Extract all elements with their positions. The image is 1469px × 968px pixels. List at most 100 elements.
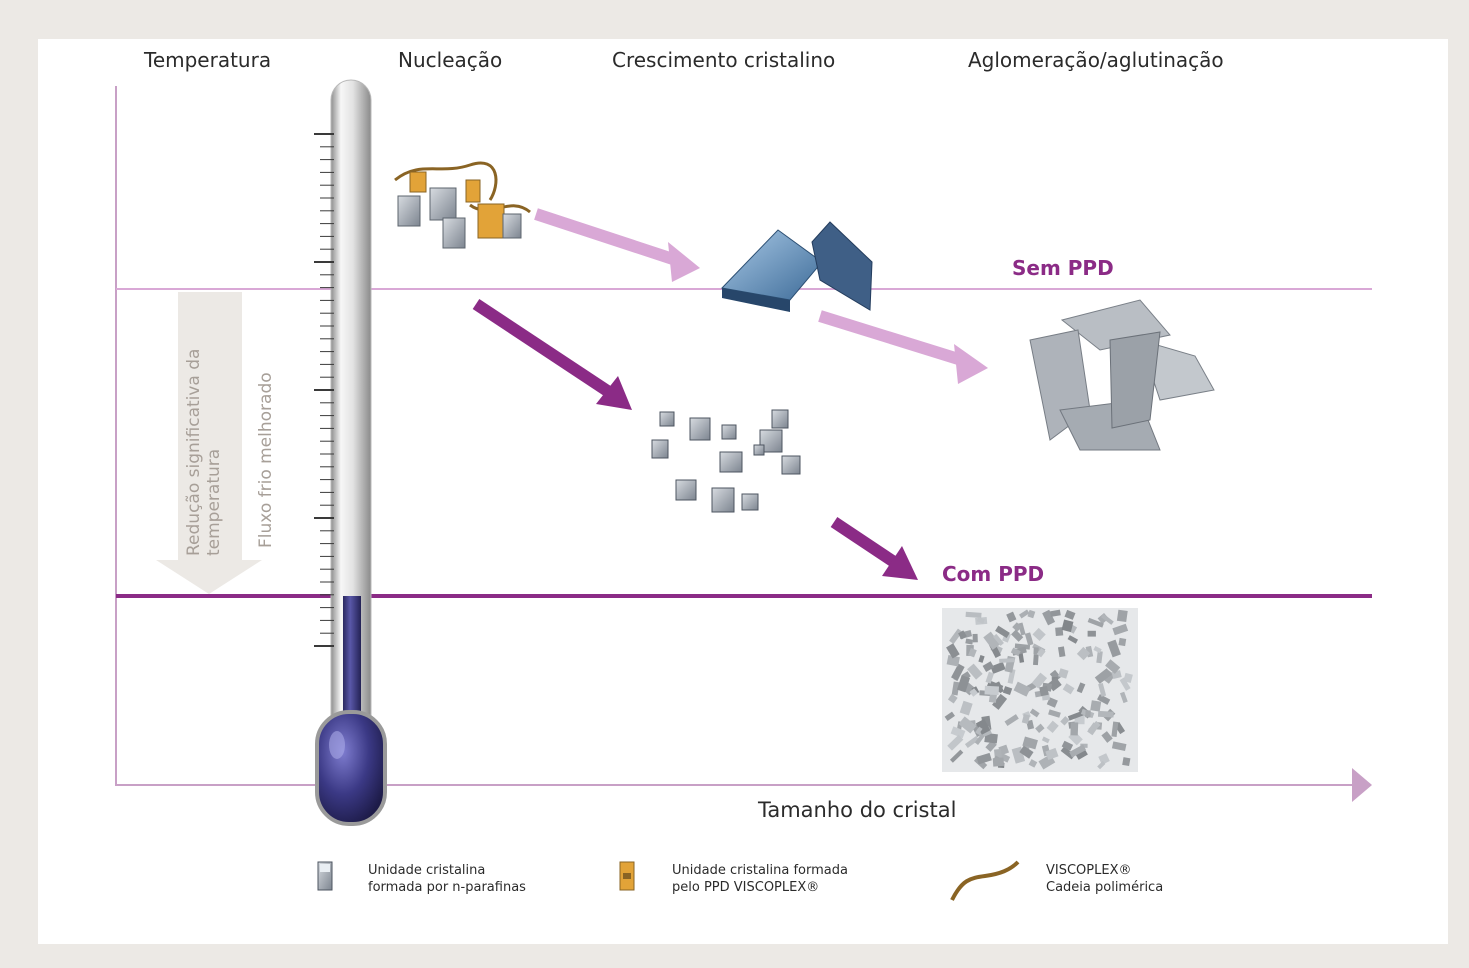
fine-crystal bbox=[1112, 623, 1129, 636]
fine-crystal bbox=[1105, 659, 1121, 674]
fine-crystal bbox=[976, 752, 992, 765]
fine-crystal bbox=[959, 700, 973, 716]
fine-crystal bbox=[1019, 609, 1030, 619]
fine-crystal bbox=[1093, 646, 1102, 654]
fine-crystal bbox=[1046, 697, 1058, 708]
fine-crystal bbox=[1031, 672, 1048, 689]
fine-crystals-field bbox=[942, 608, 1138, 772]
fine-crystal bbox=[968, 647, 977, 658]
fine-crystal bbox=[1045, 747, 1059, 760]
fine-crystal bbox=[946, 654, 960, 667]
paraffin-crystal-unit-icon bbox=[317, 861, 333, 891]
light-arrow-2 bbox=[818, 310, 988, 384]
fine-crystal bbox=[1028, 759, 1038, 768]
fine-crystal bbox=[951, 681, 960, 696]
fine-crystal bbox=[1010, 647, 1021, 657]
fine-crystal bbox=[1024, 632, 1034, 646]
legend-ppd-line1: Unidade cristalina formada bbox=[672, 863, 848, 878]
fine-crystal bbox=[1096, 651, 1103, 664]
light-arrow-1 bbox=[534, 208, 700, 282]
fine-crystal bbox=[1012, 622, 1022, 632]
fine-crystal bbox=[1049, 609, 1061, 617]
fine-crystal bbox=[1042, 609, 1056, 626]
fine-crystal bbox=[1097, 710, 1114, 718]
fine-crystal bbox=[1041, 736, 1050, 744]
fine-crystal bbox=[944, 711, 955, 722]
fine-crystal bbox=[978, 654, 985, 663]
fine-crystal bbox=[947, 693, 958, 704]
diagram-panel bbox=[38, 39, 1448, 944]
fine-crystal bbox=[992, 633, 1004, 646]
fine-crystal bbox=[1076, 682, 1086, 694]
fine-crystal bbox=[1097, 694, 1111, 705]
fine-crystal bbox=[985, 671, 995, 684]
fine-crystal bbox=[1004, 714, 1019, 726]
fine-crystal bbox=[1061, 619, 1074, 633]
fine-crystal bbox=[956, 675, 971, 693]
fine-crystal bbox=[946, 643, 960, 659]
fine-crystal bbox=[1062, 683, 1075, 695]
fine-crystal bbox=[1014, 643, 1031, 650]
fine-crystal bbox=[1067, 635, 1079, 644]
fine-crystal bbox=[1087, 630, 1096, 637]
legend-polymer-line1: VISCOPLEX® bbox=[1046, 863, 1132, 878]
fine-crystal bbox=[964, 735, 980, 748]
fine-crystal bbox=[1033, 654, 1039, 666]
legend-polymer-line2: Cadeia polimérica bbox=[1046, 880, 1164, 895]
fine-crystal bbox=[1111, 741, 1127, 752]
temperature-reduction-note: Redução significativa da temperatura bbox=[184, 349, 224, 556]
fine-crystal bbox=[1055, 627, 1064, 637]
fine-crystal bbox=[1097, 761, 1106, 770]
fine-crystal bbox=[1058, 668, 1069, 679]
temperature-reduction-arrow bbox=[156, 292, 262, 594]
fine-crystal bbox=[1119, 691, 1128, 704]
cold-flow-note: Fluxo frio melhorado bbox=[256, 372, 276, 548]
fine-crystal bbox=[972, 633, 978, 643]
fine-crystal bbox=[1048, 709, 1061, 718]
fine-crystal bbox=[967, 663, 983, 680]
fine-crystal bbox=[1039, 685, 1049, 697]
fine-crystal bbox=[1049, 669, 1061, 682]
fine-crystal bbox=[1122, 757, 1131, 767]
fine-crystal bbox=[984, 732, 998, 744]
polymer-chain-icon bbox=[950, 860, 1020, 901]
fine-crystal bbox=[951, 663, 965, 681]
heading-agglomeration: Aglomeração/aglutinação bbox=[968, 48, 1224, 72]
legend-ppd-line2: pelo PPD VISCOPLEX® bbox=[672, 880, 820, 895]
thermometer-scale bbox=[314, 133, 334, 647]
fine-crystal bbox=[1007, 668, 1016, 684]
with-ppd-label: Com PPD bbox=[942, 562, 1045, 586]
fine-crystal bbox=[1101, 731, 1113, 743]
fine-crystal bbox=[990, 661, 1006, 674]
fine-crystal bbox=[1011, 629, 1024, 642]
dispersed-crystals bbox=[651, 409, 801, 513]
fine-crystal bbox=[1002, 686, 1013, 696]
fine-crystal bbox=[1111, 721, 1119, 738]
fine-crystal bbox=[1094, 668, 1112, 684]
fine-crystal bbox=[975, 718, 991, 735]
fine-crystal bbox=[965, 638, 974, 645]
fine-crystal bbox=[958, 716, 977, 734]
fine-crystal bbox=[1085, 710, 1091, 718]
legend-item-polymer: VISCOPLEX® Cadeia polimérica bbox=[1046, 862, 1163, 896]
fine-crystal bbox=[995, 625, 1010, 639]
heading-nucleation: Nucleação bbox=[398, 48, 503, 72]
temperature-reduction-line2: temperatura bbox=[204, 448, 224, 556]
fine-crystal bbox=[1067, 710, 1084, 721]
dark-arrow-2 bbox=[830, 517, 918, 580]
fine-crystal bbox=[1022, 736, 1038, 750]
fine-crystal bbox=[1021, 713, 1031, 724]
fine-crystal bbox=[1087, 722, 1099, 736]
fine-crystal bbox=[1076, 646, 1091, 661]
fine-crystal bbox=[969, 688, 978, 697]
fine-crystal bbox=[1100, 613, 1114, 625]
fine-crystal bbox=[1069, 744, 1087, 758]
fine-crystal bbox=[1013, 681, 1031, 697]
fine-crystal bbox=[1029, 708, 1040, 718]
fine-crystal bbox=[1090, 700, 1102, 712]
fine-crystal bbox=[976, 616, 985, 624]
heading-crystal-growth: Crescimento cristalino bbox=[612, 48, 836, 72]
legend-item-paraffin: Unidade cristalina formada por n-parafin… bbox=[368, 862, 526, 896]
fine-crystal bbox=[1064, 609, 1076, 620]
